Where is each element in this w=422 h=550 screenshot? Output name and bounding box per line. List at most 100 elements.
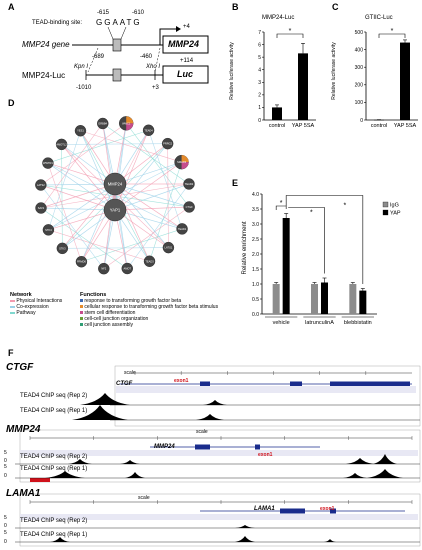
y-tick-label: 0.5 [252, 297, 259, 303]
sig-bracket [275, 205, 287, 210]
network-item: Co-expression [10, 304, 80, 310]
gene-node-label: YES1 [77, 129, 84, 133]
edge [80, 130, 116, 211]
y-tick-label: 100 [355, 100, 364, 106]
edge [48, 130, 81, 230]
gene-node [74, 125, 87, 137]
chart-b-title: MMP24-Luc [262, 15, 295, 21]
gene-node-label: WWTR1 [43, 161, 53, 165]
function-wedge [181, 155, 189, 163]
edge [102, 123, 190, 185]
chip-peak [125, 472, 145, 478]
chip-peak [346, 458, 374, 464]
chip-peak [50, 537, 70, 542]
center-node-label: YAP1 [110, 208, 121, 213]
sig-bracket [285, 195, 364, 284]
edge [114, 183, 190, 211]
exon-box [255, 444, 260, 450]
functions-legend: Functions response to transforming growt… [80, 292, 230, 328]
gene-node [56, 242, 69, 255]
gene-node [98, 262, 110, 275]
function-wedge [181, 162, 189, 170]
gene-node [42, 224, 55, 236]
y-tick-label: 200 [355, 83, 364, 89]
function-item: cellular response to transforming growth… [80, 304, 230, 310]
mmp24-rep1: TEAD4 ChIP seq (Rep 1) [20, 466, 88, 472]
edge [48, 229, 150, 262]
mmp24-exon: exon1 [258, 452, 273, 458]
lama1-ytick-5b: 5 [4, 530, 7, 536]
x-tick-label: vehicle [273, 320, 290, 326]
edge [47, 162, 116, 211]
gene-node [75, 256, 88, 268]
edge [62, 183, 116, 249]
sig-star: * [343, 203, 346, 210]
y-tick-label: 4 [258, 68, 261, 74]
x-tick-label: YAP 5SA [292, 123, 315, 129]
edge [40, 184, 105, 269]
luc-box [162, 65, 209, 84]
chip-peak [45, 471, 85, 478]
edge [40, 207, 116, 211]
edge [114, 183, 183, 230]
y-tick-label: 4.0 [252, 192, 259, 198]
edge [127, 183, 190, 269]
chip-peak [367, 469, 403, 478]
edge [80, 130, 182, 163]
bar [298, 53, 308, 120]
x-tick-label: YAP 5SA [394, 123, 417, 129]
exon-box [280, 508, 305, 514]
significance-bracket [378, 33, 406, 38]
function-item: response to transforming growth factor b… [80, 298, 230, 304]
mmp24-ytick-5b: 5 [4, 464, 7, 470]
gene-box-text: MMP24 [168, 39, 200, 49]
chip-peak [235, 536, 255, 542]
gene-node [161, 137, 174, 150]
chip-peak [373, 454, 397, 464]
gene-node-label: CTGF [186, 205, 193, 209]
center-node [103, 172, 127, 196]
ctgf-browser-frame [114, 365, 421, 427]
chip-peak [80, 393, 130, 405]
edge [40, 123, 127, 186]
edge [114, 143, 168, 211]
mmp24-gene-box [162, 35, 209, 54]
edge [114, 183, 169, 248]
y-tick-label: 3.0 [252, 222, 259, 228]
function-wedge [126, 123, 134, 131]
sig-bracket [288, 207, 325, 274]
edge [47, 162, 82, 262]
x-tick-label: control [371, 123, 388, 129]
exon-box [290, 381, 302, 387]
y-tick-label: 1 [258, 105, 261, 111]
annotation-band [116, 386, 416, 393]
gene-ctgf-label: CTGF [6, 362, 34, 373]
y-tick-label: 7 [258, 30, 261, 36]
legend-label: YAP [390, 211, 401, 217]
edge [125, 123, 190, 208]
gene-node-label: TEAD2 [185, 182, 194, 186]
legend-swatch [382, 201, 389, 208]
gene-node-label: PRRG2 [163, 142, 172, 146]
pos-460: -460 [140, 54, 153, 60]
ctgf-rep2: TEAD4 ChIP seq (Rep 2) [20, 393, 88, 399]
edge [47, 162, 116, 185]
mmp24-ytick-5a: 5 [4, 450, 7, 456]
tss-label: +4 [183, 24, 190, 30]
chart-c-title: GTIIC-Luc [365, 15, 393, 21]
y-tick-label: 6 [258, 42, 261, 48]
center-node-label: MMP24 [108, 182, 123, 187]
tead-site-box [112, 38, 122, 52]
pos-689: -689 [92, 54, 105, 60]
y-tick-label: 2 [258, 93, 261, 99]
mmp24-in-track: MMP24 [154, 444, 175, 450]
chip-peak [68, 459, 92, 464]
y-tick-label: 0.0 [252, 312, 259, 318]
gene-node-label: TEAD4 [144, 128, 153, 132]
exon-box [330, 381, 410, 387]
legend-swatch [382, 209, 389, 216]
sig-star: * [280, 200, 283, 207]
edge [62, 247, 169, 249]
